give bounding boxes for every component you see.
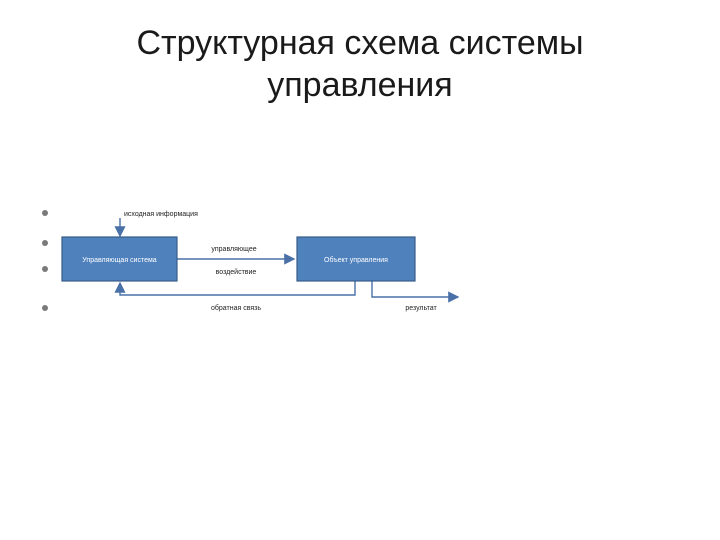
result-arrow bbox=[371, 281, 460, 303]
feedback-label: обратная связь bbox=[211, 304, 261, 312]
title-line-2: управления bbox=[267, 66, 453, 104]
slide-title: Структурная схема системы управления bbox=[60, 22, 660, 106]
control-label-2: воздействие bbox=[216, 268, 257, 276]
control-system-label: Управляющая система bbox=[82, 257, 157, 264]
bullet-point bbox=[42, 240, 48, 246]
title-line-1: Структурная схема системы bbox=[136, 24, 584, 62]
feedback-arrow bbox=[114, 281, 356, 296]
output-label: результат bbox=[405, 305, 437, 312]
input-label: исходная информация bbox=[124, 211, 198, 218]
control-system-box bbox=[61, 236, 178, 282]
bullet-point bbox=[42, 305, 48, 311]
control-object-label: Объект управления bbox=[324, 256, 388, 264]
bullet-point bbox=[42, 266, 48, 272]
control-object-box bbox=[296, 236, 416, 282]
control-label-1: управляющее bbox=[211, 246, 256, 253]
bullet-point bbox=[42, 210, 48, 216]
